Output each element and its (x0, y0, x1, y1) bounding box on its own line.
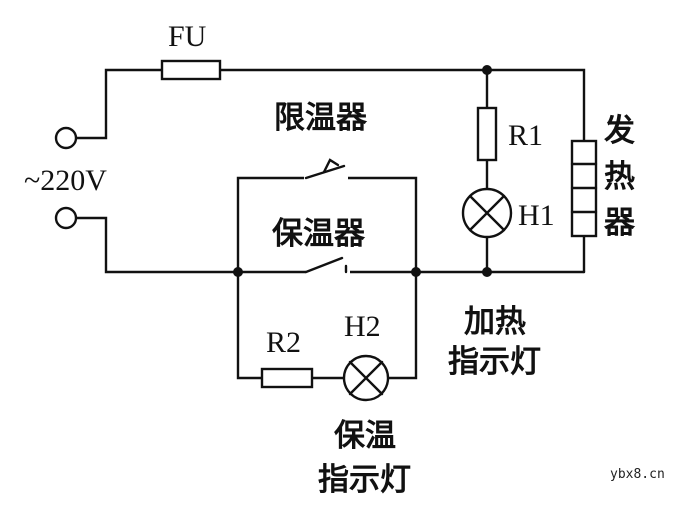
source-voltage-label: ~220V (24, 164, 107, 197)
limiter-label: 限温器 (274, 100, 368, 136)
watermark: ybx8.cn (610, 467, 665, 482)
warm-indicator-label-line2: 指示灯 (318, 462, 411, 498)
keeper-switch (304, 256, 350, 280)
limiter-switch (304, 158, 348, 186)
source-terminal-top (54, 126, 78, 150)
heater-label-char-3: 器 (603, 205, 636, 241)
r2-label: R2 (266, 326, 301, 359)
heater-label-char-1: 发 (603, 113, 635, 149)
junction-dots (233, 65, 492, 277)
r1-label: R1 (508, 119, 543, 152)
heater-element (570, 139, 598, 238)
lamp-h2-icon (342, 354, 390, 402)
source-terminal-bottom (54, 206, 78, 230)
heat-indicator-label-line1: 加热 (464, 304, 526, 340)
lamp-h1-icon (461, 187, 513, 239)
keeper-label: 保温器 (272, 216, 366, 252)
fuse-label: FU (168, 20, 207, 53)
h2-label: H2 (344, 310, 381, 343)
h1-label: H1 (518, 199, 555, 232)
heat-indicator-label-line2: 指示灯 (448, 344, 541, 380)
resistor-r2 (260, 367, 314, 389)
resistor-r1 (476, 106, 498, 162)
warm-indicator-label-line1: 保温 (334, 418, 396, 454)
fuse-symbol (160, 59, 222, 81)
heater-label: 发 热 器 (603, 113, 646, 241)
heater-label-char-2: 热 (604, 159, 635, 195)
